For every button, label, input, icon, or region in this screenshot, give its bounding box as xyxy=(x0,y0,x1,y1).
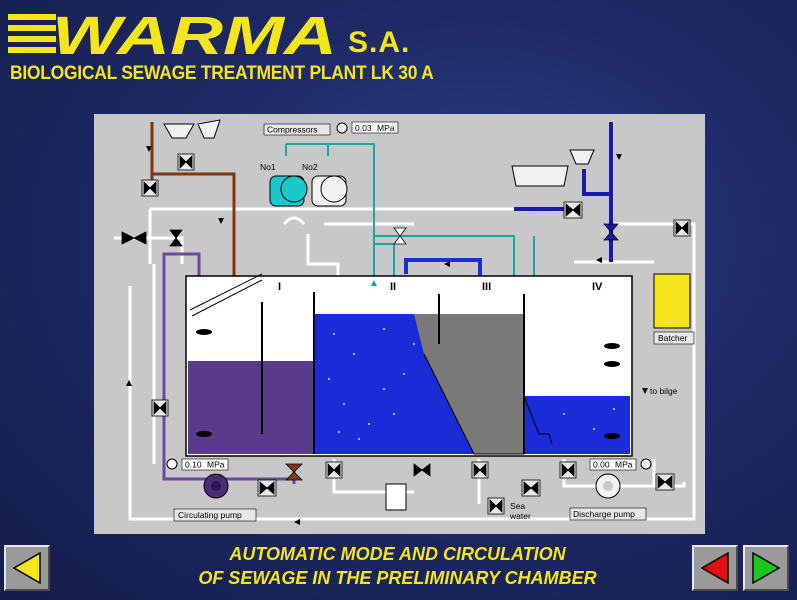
compressor-gauge-icon xyxy=(336,122,348,134)
back-arrow-icon xyxy=(12,551,41,585)
chamber-label-4: IV xyxy=(592,281,603,293)
mode-caption: AUTOMATIC MODE AND CIRCULATION OF SEWAGE… xyxy=(160,542,635,590)
compressor-pressure-unit: MPa xyxy=(377,123,395,133)
to-bilge-label: to bilge xyxy=(650,386,678,396)
next-arrow-icon xyxy=(752,551,781,585)
chamber-label-2: II xyxy=(390,281,396,293)
valve-sea-water[interactable] xyxy=(487,497,505,515)
valve-inlet-left[interactable] xyxy=(141,179,159,197)
valve-discharge[interactable] xyxy=(559,461,577,479)
valve-sea-water-top[interactable] xyxy=(521,479,541,497)
discharge-gauge-icon xyxy=(640,458,652,470)
valve-batcher[interactable] xyxy=(673,219,691,237)
sample-jar-icon xyxy=(385,483,407,511)
warma-logo: WARMA xyxy=(8,6,428,66)
back-button[interactable] xyxy=(4,545,50,591)
chamber-label-3: III xyxy=(482,281,491,293)
valve-sludge-2[interactable] xyxy=(471,461,489,479)
process-diagram: I II III IV No1 No2 Compressors 0.03 MPa xyxy=(94,114,705,534)
circulating-pump-label: Circulating pump xyxy=(178,510,242,520)
compressor-no2-label: No2 xyxy=(302,162,318,172)
valve-sampling[interactable] xyxy=(413,463,431,477)
valve-circ-left[interactable] xyxy=(151,399,169,417)
valve-circ-pump[interactable] xyxy=(285,463,303,481)
valve-circulation-top[interactable] xyxy=(169,229,183,247)
bathtub-icon xyxy=(511,165,569,187)
previous-button[interactable] xyxy=(692,545,738,591)
valve-inlet-top[interactable] xyxy=(177,153,195,171)
previous-arrow-icon xyxy=(700,551,729,585)
sink-icon xyxy=(569,149,595,165)
compressors-label: Compressors xyxy=(267,125,318,135)
caption-line-2: OF SEWAGE IN THE PRELIMINARY CHAMBER xyxy=(198,568,597,588)
discharge-pressure-unit: MPa xyxy=(615,460,633,470)
discharge-pump-label: Discharge pump xyxy=(573,509,635,519)
valve-clean-water[interactable] xyxy=(563,201,583,219)
discharge-pressure-value: 0.00 xyxy=(593,460,610,470)
valve-discharge-out[interactable] xyxy=(655,473,675,491)
chamber-label-1: I xyxy=(278,281,281,293)
valve-air-1[interactable] xyxy=(393,227,407,245)
next-button[interactable] xyxy=(743,545,789,591)
caption-line-1: AUTOMATIC MODE AND CIRCULATION xyxy=(229,544,566,564)
circulating-gauge-icon xyxy=(166,458,178,470)
company-suffix: S.A. xyxy=(348,26,411,59)
valve-blue-inlet[interactable] xyxy=(603,223,619,241)
toilet-bowl-icon xyxy=(163,123,195,139)
urinal-icon xyxy=(197,119,221,139)
valve-vent[interactable] xyxy=(121,231,147,245)
compressor-pressure-value: 0.03 xyxy=(355,123,372,133)
compressor-no1-label: No1 xyxy=(260,162,276,172)
batcher-label: Batcher xyxy=(658,333,687,343)
circulating-pressure-value: 0.10 xyxy=(185,460,202,470)
batcher-tank[interactable] xyxy=(653,273,691,329)
circulating-pressure-unit: MPa xyxy=(207,460,225,470)
page-subtitle: BIOLOGICAL SEWAGE TREATMENT PLANT LK 30 … xyxy=(10,63,434,84)
sea-water-label-1: Sea xyxy=(510,501,525,511)
logo-wordmark: WARMA xyxy=(52,8,337,66)
valve-circ-out[interactable] xyxy=(257,479,277,497)
valve-sludge-1[interactable] xyxy=(325,461,343,479)
compressor-no1[interactable] xyxy=(269,175,308,207)
compressor-no2[interactable] xyxy=(311,175,348,207)
sea-water-label-2: water xyxy=(509,511,531,521)
